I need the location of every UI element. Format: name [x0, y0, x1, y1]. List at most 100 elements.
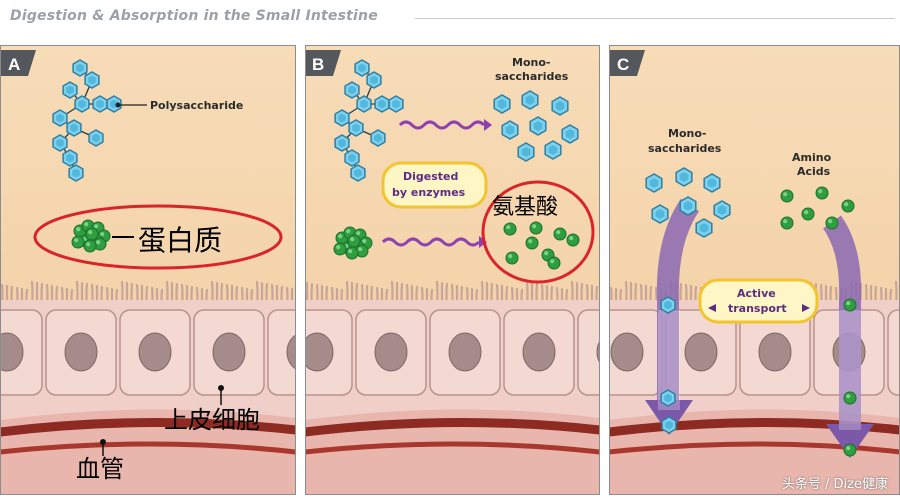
- green-dot-highlight: [338, 234, 343, 239]
- panel-b: Mono- saccharides Digested by enzymes 氨基…: [305, 45, 600, 495]
- hexagon-core: [533, 121, 543, 131]
- blood-area: [0, 409, 296, 495]
- protein-cluster-icon: [333, 226, 373, 260]
- green-dot-icon: [801, 207, 815, 221]
- hexagon-core: [56, 113, 64, 123]
- hexagon-core: [72, 168, 80, 178]
- green-dot-icon: [333, 242, 347, 256]
- hexagon-core: [70, 123, 78, 133]
- green-dot-icon: [345, 246, 359, 260]
- hexagon-core: [555, 101, 565, 111]
- hexagon-core: [338, 113, 346, 123]
- hexagon-core: [699, 223, 709, 233]
- green-dot-icon: [780, 216, 794, 230]
- cell-nucleus: [448, 332, 482, 372]
- green-dot-highlight: [528, 239, 533, 244]
- hexagon-core: [66, 85, 74, 95]
- green-dot-icon: [841, 199, 855, 213]
- hexagon-core: [76, 63, 84, 73]
- cell-nucleus: [138, 332, 172, 372]
- polysaccharide-chain: [334, 59, 404, 182]
- transport-channel-left: [658, 310, 680, 410]
- hexagon-core: [664, 300, 672, 310]
- green-dot-highlight: [846, 446, 851, 451]
- green-dot-highlight: [88, 230, 93, 235]
- polysaccharide-leader-dot: [115, 102, 121, 108]
- green-dot-icon: [780, 189, 794, 203]
- green-dot-highlight: [828, 219, 833, 224]
- wavy-arrow-icon: [398, 120, 486, 130]
- amino-highlight-circle: [481, 180, 595, 284]
- molecules-in-transit: [660, 296, 857, 457]
- hexagon-core: [96, 99, 104, 109]
- panel-c-tab: [609, 50, 645, 76]
- amino-acid-cluster: [503, 221, 580, 270]
- epithelial-cells: [0, 309, 296, 396]
- vessel-leader-dot: [100, 439, 106, 445]
- green-dot-highlight: [358, 247, 363, 252]
- green-dot-highlight: [544, 251, 549, 256]
- green-dot-icon: [547, 256, 561, 270]
- cell-nucleus: [758, 332, 792, 372]
- cell-nucleus: [0, 332, 24, 372]
- panel-a-tab: [0, 50, 36, 76]
- green-dot-highlight: [846, 394, 851, 399]
- green-dot-icon: [529, 221, 543, 235]
- mono-label-line1: Mono-: [512, 56, 550, 69]
- green-dot-icon: [525, 236, 539, 250]
- hexagon-core: [525, 95, 535, 105]
- green-dot-icon: [843, 298, 857, 312]
- epithelium-leader-dot: [218, 385, 224, 391]
- transport-label-line2: transport: [728, 302, 787, 315]
- arrow-left-icon: [708, 304, 716, 312]
- green-dot-icon: [843, 443, 857, 457]
- hexagon-core: [679, 172, 689, 182]
- blood-vessel-lower: [609, 441, 900, 455]
- cell-nucleus: [64, 332, 98, 372]
- blood-area: [305, 409, 600, 495]
- enzyme-callout: [381, 161, 488, 209]
- page-title: Digestion & Absorption in the Small Inte…: [10, 8, 378, 24]
- hexagon-core: [565, 129, 575, 139]
- panel-a-frame: [0, 45, 296, 495]
- blood-vessel: [305, 417, 600, 437]
- mono-label-line2: saccharides: [648, 142, 722, 155]
- header: Digestion & Absorption in the Small Inte…: [0, 0, 900, 38]
- green-dot-highlight: [86, 242, 91, 247]
- protein-cluster-icon: [71, 219, 111, 253]
- monosaccharide-cluster: [493, 90, 579, 162]
- green-dot-highlight: [336, 245, 341, 250]
- epithelial-cell: [267, 309, 296, 396]
- green-dot-highlight: [783, 219, 788, 224]
- green-dot-highlight: [532, 224, 537, 229]
- panel-b-letter: B: [312, 55, 324, 74]
- hexagon-core: [392, 99, 400, 109]
- panel-a-letter: A: [8, 55, 20, 74]
- epithelial-cell: [577, 309, 600, 396]
- hexagon-core: [497, 99, 507, 109]
- hexagon-core: [66, 153, 74, 163]
- blood-vessel-lower: [305, 441, 600, 455]
- amino-label: 氨基酸: [492, 195, 558, 220]
- hexagon-core: [548, 145, 558, 155]
- hexagon-core: [348, 153, 356, 163]
- amino-acid-cluster: [780, 186, 855, 230]
- transport-arrow-right: [822, 215, 862, 432]
- hexagon-core: [717, 205, 727, 215]
- green-dot-highlight: [362, 239, 367, 244]
- hexagon-core: [664, 393, 672, 403]
- hexagon-core: [521, 147, 531, 157]
- hexagon-core: [354, 168, 362, 178]
- hexagon-core: [665, 420, 673, 430]
- hexagon-core: [88, 75, 96, 85]
- watermark: 头条号 / Dize健康: [781, 477, 888, 492]
- green-dot-icon: [815, 186, 829, 200]
- green-dot-highlight: [94, 224, 99, 229]
- hexagon-core: [683, 201, 693, 211]
- epithelial-cells: [305, 309, 600, 396]
- blood-vessel: [0, 417, 296, 437]
- green-dot-highlight: [556, 230, 561, 235]
- transport-label-line1: Active: [737, 287, 776, 300]
- green-dot-highlight: [804, 210, 809, 215]
